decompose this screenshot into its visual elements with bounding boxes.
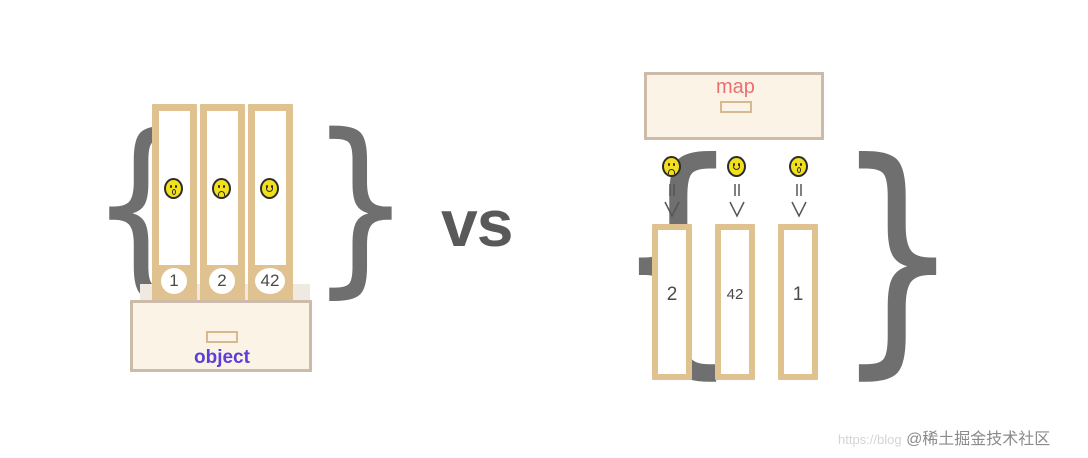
watermark: https://blog @稀土掘金技术社区 xyxy=(838,425,1050,449)
happy-face-icon xyxy=(727,156,746,177)
object-drawer: object xyxy=(130,300,312,372)
folder: 1 xyxy=(152,104,197,300)
surprised-face-icon xyxy=(164,178,183,199)
right-brace-close: } xyxy=(833,109,962,400)
folder-label: 42 xyxy=(255,268,285,294)
value-folder: 1 xyxy=(778,224,818,380)
folder: 42 xyxy=(248,104,293,300)
left-brace-close: } xyxy=(309,94,412,315)
object-label: object xyxy=(194,347,250,368)
value-label: 2 xyxy=(666,284,678,305)
happy-face-icon xyxy=(260,178,279,199)
map-drawer: map xyxy=(644,72,824,140)
drawer-handle xyxy=(206,331,238,343)
maps-to-arrow-icon xyxy=(791,184,807,218)
watermark-url: https://blog xyxy=(838,432,902,447)
value-label: 42 xyxy=(726,286,744,303)
surprised-face-icon xyxy=(789,156,808,177)
value-folder: 42 xyxy=(715,224,755,380)
folder-label: 1 xyxy=(161,268,187,294)
sad-face-icon xyxy=(212,178,231,199)
folder-label: 2 xyxy=(209,268,235,294)
maps-to-arrow-icon xyxy=(664,184,680,218)
sad-face-icon xyxy=(662,156,681,177)
vs-text: vs xyxy=(441,186,513,260)
map-label: map xyxy=(716,76,755,98)
value-folder: 2 xyxy=(652,224,692,380)
folder: 2 xyxy=(200,104,245,300)
value-label: 1 xyxy=(792,284,804,305)
drawer-handle xyxy=(720,101,752,113)
maps-to-arrow-icon xyxy=(729,184,745,218)
watermark-brand: @稀土掘金技术社区 xyxy=(906,431,1051,448)
